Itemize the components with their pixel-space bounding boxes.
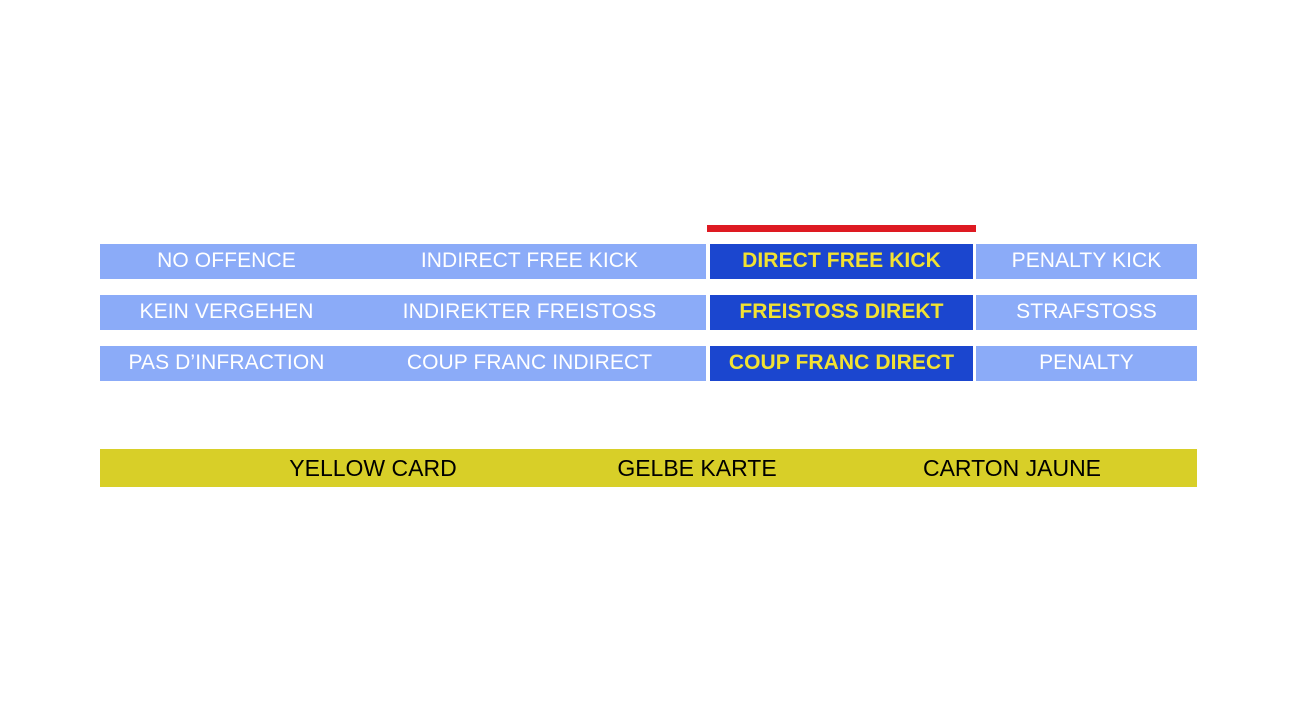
- cell-penalty-kick-fr[interactable]: PENALTY: [976, 346, 1197, 381]
- cell-divider: [973, 244, 976, 279]
- cell-indirect-free-kick-de[interactable]: INDIREKTER FREISTOSS: [353, 295, 706, 330]
- cell-direct-free-kick-en[interactable]: DIRECT FREE KICK: [710, 244, 973, 279]
- yellow-card-label-de: GELBE KARTE: [617, 454, 777, 481]
- cell-indirect-free-kick-fr[interactable]: COUP FRANC INDIRECT: [353, 346, 706, 381]
- cell-no-offence-en[interactable]: NO OFFENCE: [100, 244, 353, 279]
- cell-penalty-kick-de[interactable]: STRAFSTOSS: [976, 295, 1197, 330]
- cell-divider: [973, 295, 976, 330]
- cell-no-offence-fr[interactable]: PAS D’INFRACTION: [100, 346, 353, 381]
- cell-indirect-free-kick-en[interactable]: INDIRECT FREE KICK: [353, 244, 706, 279]
- cell-no-offence-de[interactable]: KEIN VERGEHEN: [100, 295, 353, 330]
- spectrum-row-german: KEIN VERGEHEN INDIREKTER FREISTOSS FREIS…: [100, 295, 1197, 330]
- cell-divider: [706, 244, 710, 279]
- cell-divider: [973, 346, 976, 381]
- cell-divider: [706, 346, 710, 381]
- yellow-card-label-fr: CARTON JAUNE: [922, 454, 1102, 481]
- spectrum-row-french: PAS D’INFRACTION COUP FRANC INDIRECT COU…: [100, 346, 1197, 381]
- cell-direct-free-kick-de[interactable]: FREISTOSS DIREKT: [710, 295, 973, 330]
- red-accent-bar: [707, 225, 976, 232]
- cell-direct-free-kick-fr[interactable]: COUP FRANC DIRECT: [710, 346, 973, 381]
- spectrum-row-english: NO OFFENCE INDIRECT FREE KICK DIRECT FRE…: [100, 244, 1197, 279]
- cell-divider: [706, 295, 710, 330]
- yellow-card-label-en: YELLOW CARD: [289, 454, 457, 481]
- cell-penalty-kick-en[interactable]: PENALTY KICK: [976, 244, 1197, 279]
- yellow-card-band: YELLOW CARD GELBE KARTE CARTON JAUNE: [100, 449, 1197, 487]
